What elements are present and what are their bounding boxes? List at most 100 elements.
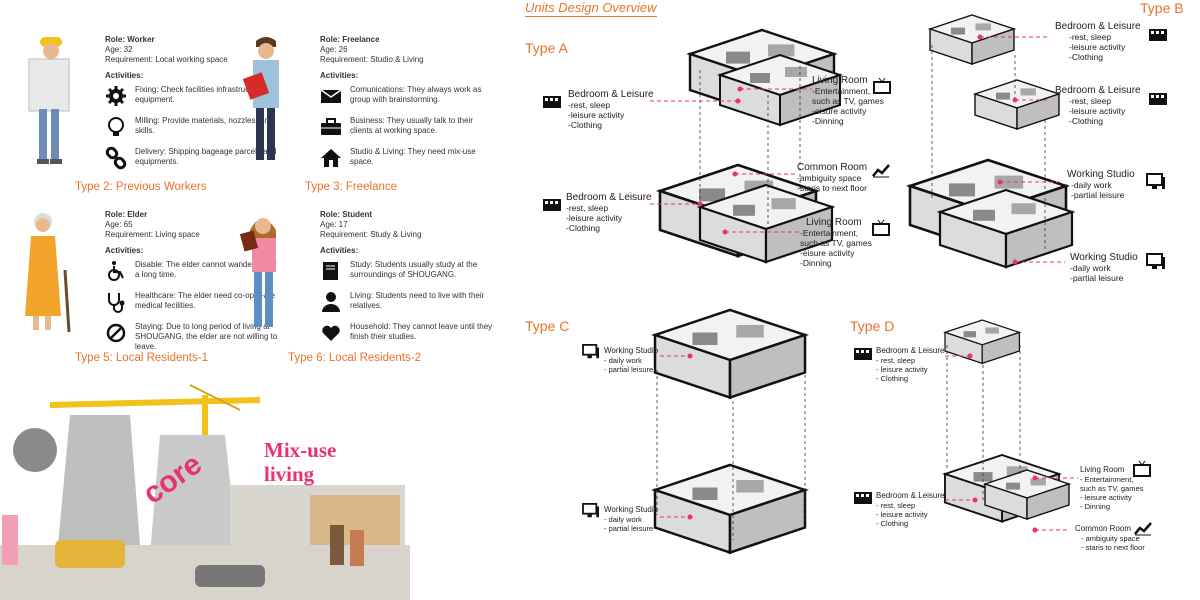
age-label: Age: 26: [320, 45, 348, 54]
film-icon: [543, 96, 561, 108]
activity-text: Business: They usually talk to their cli…: [350, 116, 474, 135]
persona-title-student: Type 6: Local Residents-2: [288, 352, 421, 364]
room-desc: such as TV, games: [1080, 484, 1144, 493]
user-icon: [322, 292, 340, 312]
activity-item: Living: Students need to live with their…: [320, 291, 495, 319]
room-desc: -staris to next floor: [797, 183, 867, 193]
mix-use-label: Mix-use: [264, 438, 336, 462]
units-header: Units Design Overview: [525, 0, 657, 17]
activity-item: Studio & Living: They need mix-use space…: [320, 147, 495, 175]
room-desc: -rest, sleep: [566, 203, 609, 213]
living-label: living: [264, 462, 315, 486]
room-desc: -Entertainment,: [812, 86, 871, 96]
room-desc: - rest, sleep: [876, 501, 916, 510]
computer-icon: [582, 503, 599, 518]
room-desc: -eisure activity: [812, 106, 867, 116]
van-illustration: [55, 540, 125, 568]
requirement-label: Requirement: Studio & Living: [320, 55, 424, 64]
activity-item: Milling: Provide materials, nozzles, and…: [105, 116, 280, 144]
requirement-label: Requirement: Study & Living: [320, 230, 422, 239]
room-living-a-lower: Living Room -Entertainment, such as TV, …: [800, 217, 872, 269]
room-desc: -rest, sleep: [568, 100, 611, 110]
room-studio-c-upper: Working Studio - daily work - partial le…: [604, 346, 658, 374]
role-label: Role: Student: [320, 210, 372, 219]
room-desc: -Dinning: [800, 258, 832, 268]
room-desc: -daily work: [1070, 263, 1111, 273]
room-name: Living Room: [806, 217, 862, 228]
room-desc: - Clothing: [876, 374, 909, 383]
chart-icon: [1134, 522, 1152, 536]
home-icon: [321, 149, 341, 167]
activity-text: Study: Students usually study at the sur…: [350, 260, 478, 279]
room-desc: -Dinning: [812, 116, 844, 126]
room-desc: - staris to next floor: [1081, 543, 1145, 552]
activity-item: Study: Students usually study at the sur…: [320, 260, 495, 288]
bulb-icon: [108, 117, 124, 136]
activities-heading: Activities:: [105, 246, 144, 255]
room-name: Living Room: [812, 75, 868, 86]
room-name: Working Studio: [604, 346, 659, 355]
activity-text: Fixing: Check facilities infrastructure …: [135, 85, 279, 104]
type-b-upper-box: [929, 14, 1015, 65]
persona-title-elder: Type 5: Local Residents-1: [75, 352, 208, 364]
room-common-a: Common Room -ambiguity space -staris to …: [797, 162, 868, 194]
room-living-a-upper: Living Room -Entertainment, such as TV, …: [812, 75, 884, 127]
room-desc: - Dinning: [1080, 502, 1111, 511]
student-figure: [239, 218, 276, 327]
room-desc: -Clothing: [1069, 116, 1104, 126]
activity-text: Healthcare: The elder need co-oper-ate m…: [135, 291, 275, 310]
computer-icon: [582, 344, 599, 359]
room-desc: -Clothing: [1069, 52, 1104, 62]
activity-text: Studio & Living: They need mix-use space…: [350, 147, 476, 166]
room-desc: -rest, sleep: [1069, 32, 1112, 42]
activity-item: Delivery: Shipping bageage parcels and e…: [105, 146, 280, 175]
room-desc: - rest, sleep: [876, 356, 916, 365]
room-bedroom-d-lower: Bedroom & Leisure - rest, sleep - leisur…: [876, 491, 944, 528]
stethoscope-icon: [108, 293, 125, 313]
type-d-title: Type D: [850, 318, 895, 334]
room-name: Living Room: [1080, 465, 1125, 474]
activity-item: Fixing: Check facilities infrastructure …: [105, 85, 280, 113]
heart-icon: [322, 325, 340, 341]
room-desc: - partial leisure: [604, 365, 654, 374]
freelance-figure: [242, 37, 279, 160]
activity-item: Staying: Due to long period of living at…: [105, 322, 280, 358]
room-desc: -Entertainment,: [800, 228, 859, 238]
room-desc: such as TV, games: [800, 238, 872, 248]
room-desc: such as TV, games: [812, 96, 884, 106]
wheelchair-icon: [108, 261, 124, 281]
room-studio-c-lower: Working Studio - daily work - partial le…: [604, 505, 658, 533]
room-desc: -leisure activity: [566, 213, 623, 223]
cooling-tower-left: [58, 415, 140, 545]
film-icon: [854, 492, 872, 504]
type-a-title: Type A: [525, 40, 568, 56]
gear-icon: [106, 86, 126, 106]
type-b-mid-box: [974, 79, 1060, 130]
type-d-upper-box: [944, 319, 1021, 365]
activity-item: Business: They usually talk to their cli…: [320, 116, 495, 144]
activity-text: Staying: Due to long period of living at…: [135, 322, 278, 351]
room-bedroom-a-lower: Bedroom & Leisure -rest, sleep -leisure …: [566, 193, 652, 234]
room-name: Common Room: [797, 162, 868, 173]
room-name: Bedroom & Leisure: [1055, 21, 1141, 32]
room-desc: - ambiguity space: [1081, 534, 1140, 543]
worker-photo: [13, 428, 57, 472]
activity-item: Comunications: They always work as group…: [320, 85, 495, 113]
chain-icon: [105, 146, 127, 170]
room-name: Common Room: [1075, 524, 1132, 533]
age-label: Age: 17: [320, 220, 348, 229]
role-label: Role: Elder: [105, 210, 148, 219]
room-desc: - daily work: [604, 515, 642, 524]
activity-text: Household: They cannot leave until they …: [350, 322, 493, 341]
room-desc: -rest, sleep: [1069, 96, 1112, 106]
room-name: Working Studio: [1067, 169, 1135, 180]
room-desc: -leisure activity: [1069, 42, 1126, 52]
room-desc: -partial leisure: [1070, 273, 1124, 283]
computer-icon: [1146, 173, 1165, 189]
film-icon: [1149, 29, 1167, 41]
role-label: Role: Worker: [105, 35, 155, 44]
activity-text: Living: Students need to live with their…: [350, 291, 485, 310]
room-name: Bedroom & Leisure: [876, 346, 945, 355]
tv-icon: [1133, 460, 1151, 477]
type-c-lower-floor: [653, 463, 807, 554]
